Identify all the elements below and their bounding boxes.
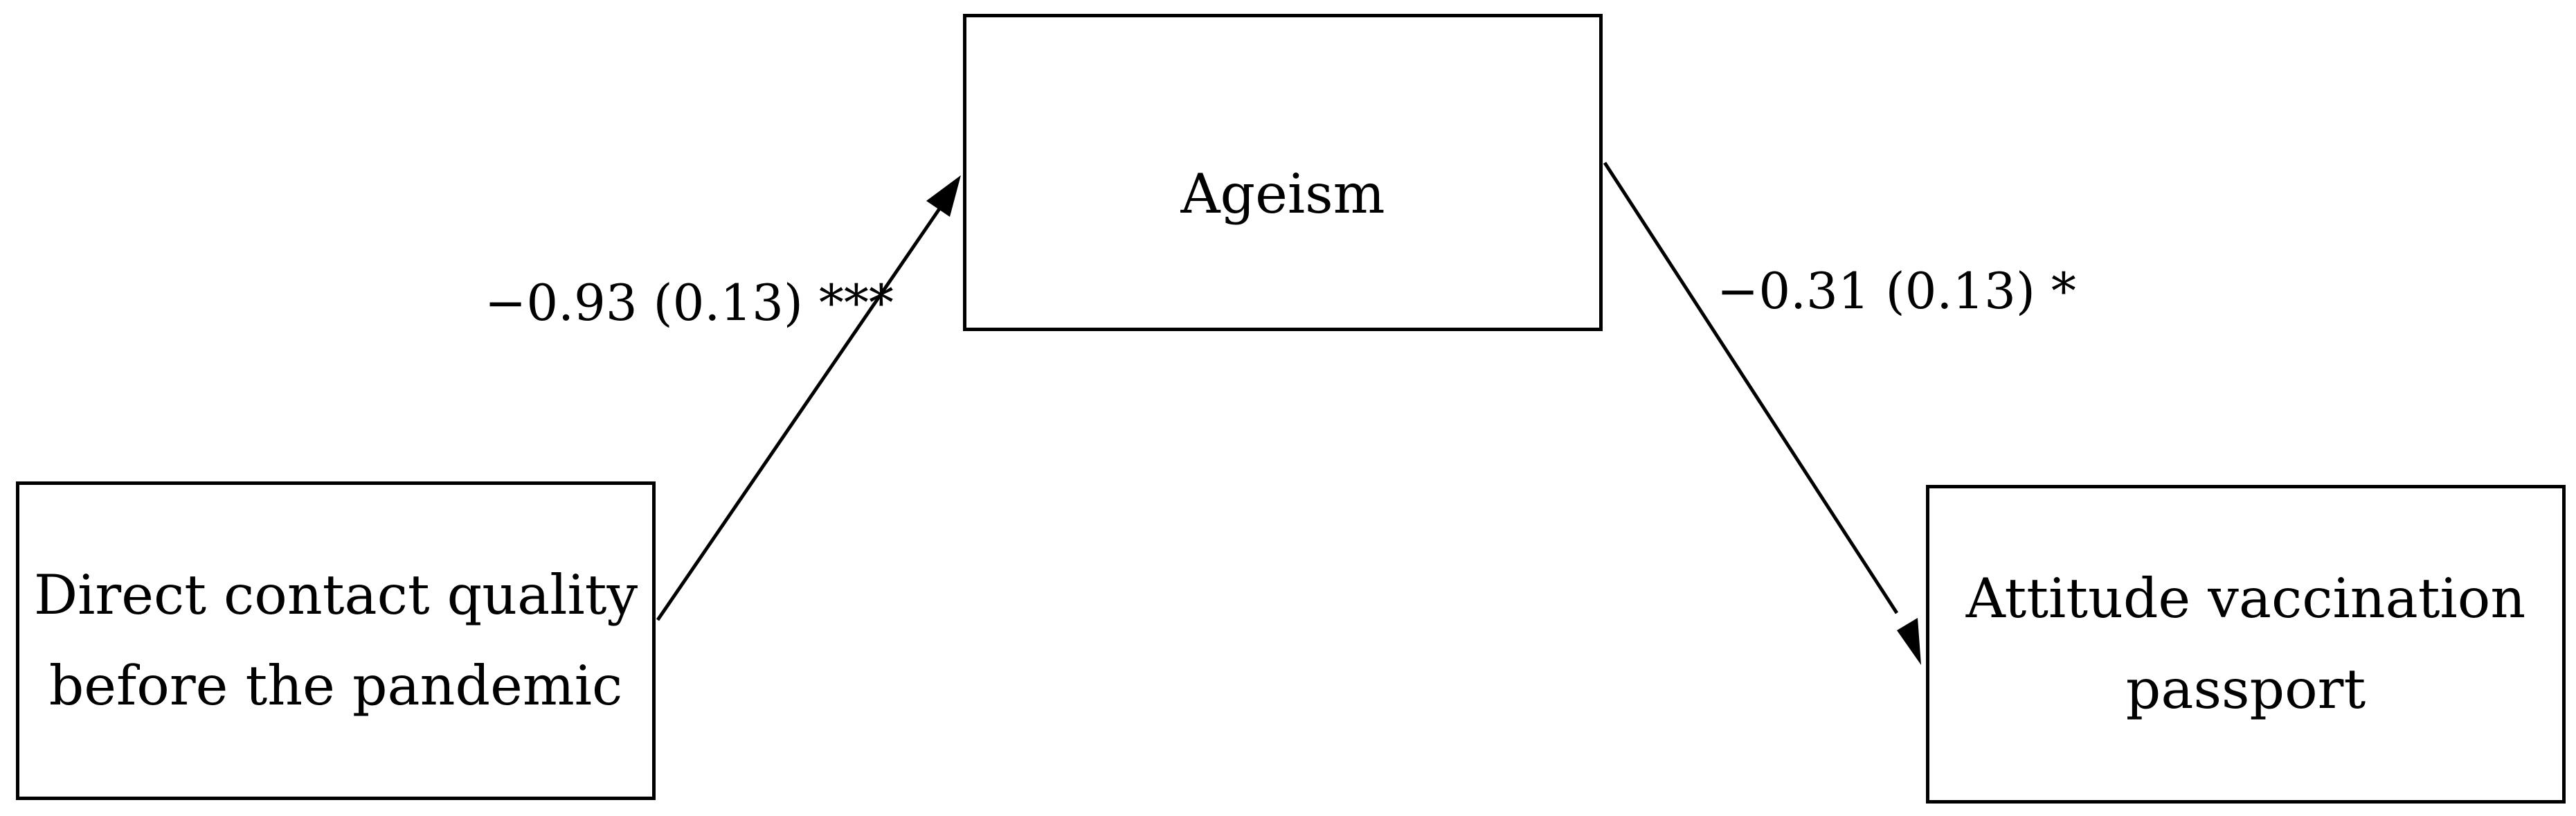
path-a-arrowhead <box>926 175 961 217</box>
node-attitude-vaccination-passport: Attitude vaccination passport <box>1926 485 2566 804</box>
path-a-coefficient: −0.93 (0.13) *** <box>485 274 894 332</box>
node-attitude-vaccination-passport-label: Attitude vaccination passport <box>1965 566 2526 721</box>
node-ageism-label: Ageism <box>1180 162 1385 226</box>
node-ageism: Ageism <box>963 14 1603 331</box>
node-direct-contact-quality: Direct contact quality before the pandem… <box>16 481 656 800</box>
path-a-arrow <box>656 206 942 621</box>
path-b-arrow <box>1603 161 1899 614</box>
path-b-arrowhead <box>1897 618 1921 665</box>
path-b-coefficient: −0.31 (0.13) * <box>1717 262 2076 320</box>
node-direct-contact-quality-label: Direct contact quality before the pandem… <box>33 562 638 718</box>
